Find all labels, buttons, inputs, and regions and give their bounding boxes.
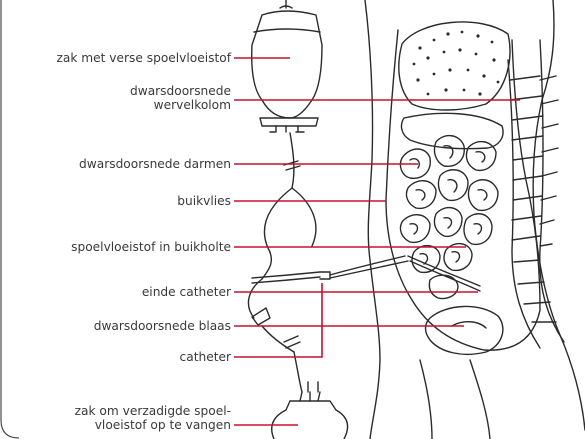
label-spine-line1: dwarsdoorsnede xyxy=(0,84,231,98)
body-outline-front xyxy=(365,0,380,439)
bladder-outline xyxy=(426,306,503,354)
tube-clamp xyxy=(252,308,270,325)
label-catheter-end: einde catheter xyxy=(0,285,231,299)
upper-organ xyxy=(399,22,510,110)
label-spine-line2: wervelkolom xyxy=(0,98,231,112)
leader-catheter xyxy=(234,283,322,357)
label-used-bag-line2: vloeistof op te vangen xyxy=(0,418,231,432)
peritoneum-line xyxy=(386,30,540,350)
label-bladder: dwarsdoorsnede blaas xyxy=(0,319,231,333)
label-catheter: catheter xyxy=(0,350,231,364)
spine-column xyxy=(508,40,564,348)
label-peritoneum: buikvlies xyxy=(0,194,231,208)
leader-lines xyxy=(234,58,520,425)
label-used-bag: zak om verzadigde spoel- vloeistof op te… xyxy=(0,404,231,432)
label-fresh-bag: zak met verse spoelvloeistof xyxy=(0,51,231,65)
used-fluid-bag xyxy=(272,401,348,439)
label-fluid: spoelvloeistof in buikholte xyxy=(0,240,231,254)
label-used-bag-line1: zak om verzadigde spoel- xyxy=(0,404,231,418)
bag-hook xyxy=(280,0,292,8)
label-intestines: dwarsdoorsnede darmen xyxy=(0,157,231,171)
organ-speckles xyxy=(413,31,500,96)
fresh-bag-tube xyxy=(290,133,294,188)
label-spine: dwarsdoorsnede wervelkolom xyxy=(0,84,231,112)
fresh-fluid-bag xyxy=(252,11,322,118)
